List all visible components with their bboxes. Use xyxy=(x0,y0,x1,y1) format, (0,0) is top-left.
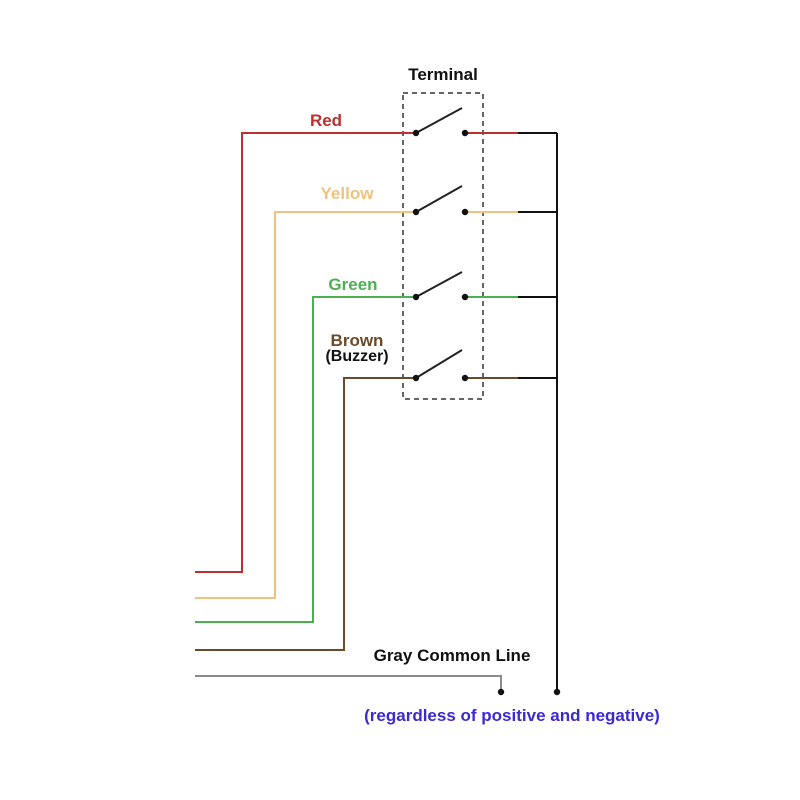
gray-common-line-label: Gray Common Line xyxy=(374,646,531,665)
brown-label: Brown xyxy=(331,331,384,350)
switch-4 xyxy=(412,349,469,382)
wire-yellow xyxy=(195,211,416,599)
yellow-label: Yellow xyxy=(321,184,375,203)
polarity-note: (regardless of positive and negative) xyxy=(364,706,660,725)
wire-gray-common xyxy=(195,675,502,692)
buzzer-label: (Buzzer) xyxy=(325,348,388,365)
common-return-terminal-dot xyxy=(553,688,561,696)
green-label: Green xyxy=(328,275,377,294)
switch-2 xyxy=(412,185,469,216)
wire-brown xyxy=(195,377,416,651)
wire-red xyxy=(195,132,416,573)
terminal-box xyxy=(402,92,484,400)
gray-line-terminal-dot xyxy=(497,688,505,696)
red-label: Red xyxy=(310,111,342,130)
switch-3 xyxy=(412,271,469,301)
terminal-label: Terminal xyxy=(408,65,478,84)
wire-green xyxy=(195,296,416,623)
switch-1 xyxy=(412,107,469,137)
